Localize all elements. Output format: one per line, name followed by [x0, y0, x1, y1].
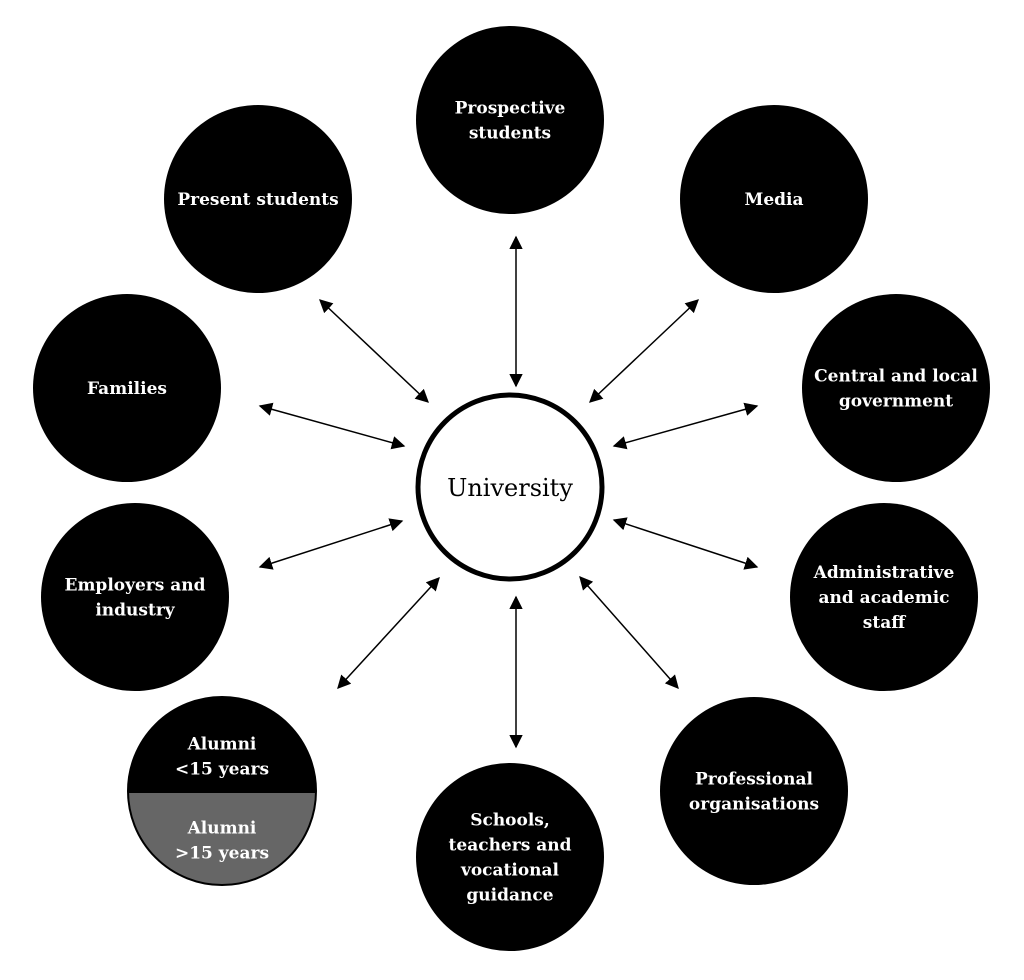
- node-label: Schools,: [470, 811, 550, 831]
- university-node: University: [415, 392, 605, 582]
- node-circle: [660, 697, 848, 885]
- node-label: Central and local: [814, 367, 978, 387]
- node-employers-and-industry: Employers and industry: [41, 503, 229, 691]
- node-administrative-and-academic-staff: Administrative and academic staff: [790, 503, 978, 691]
- alumni-older-half: [128, 792, 316, 885]
- bidirectional-arrow: [612, 517, 759, 570]
- node-label: organisations: [689, 795, 819, 815]
- node-label: Administrative: [813, 563, 955, 583]
- node-label: teachers and: [449, 836, 572, 856]
- alumni-recent-label: <15 years: [175, 760, 269, 780]
- node-prospective-students: Prospective students: [416, 26, 604, 214]
- node-label: Media: [745, 190, 804, 210]
- alumni-older-label: >15 years: [175, 844, 269, 864]
- node-circle: [416, 763, 604, 951]
- node-families: Families: [33, 294, 221, 482]
- node-label: staff: [863, 613, 906, 633]
- node-circle: [680, 105, 868, 293]
- node-label: government: [839, 392, 953, 412]
- node-label: Employers and: [64, 576, 205, 596]
- node-label: Present students: [177, 190, 338, 210]
- node-label: vocational: [460, 861, 560, 881]
- bidirectional-arrow: [337, 577, 440, 689]
- university-label: University: [447, 474, 573, 502]
- node-present-students: Present students: [164, 105, 352, 293]
- node-label: guidance: [466, 886, 553, 906]
- node-professional-organisations: Professional organisations: [660, 697, 848, 885]
- bidirectional-arrow: [589, 299, 699, 403]
- node-label: and academic: [818, 588, 949, 608]
- alumni-recent-label: Alumni: [187, 735, 257, 755]
- bidirectional-arrow: [612, 402, 759, 450]
- bidirectional-arrow: [258, 518, 404, 570]
- bidirectional-arrow: [258, 402, 406, 450]
- node-media: Media: [680, 105, 868, 293]
- alumni-outline: [127, 696, 317, 886]
- node-label: industry: [95, 601, 175, 621]
- node-circle: [164, 105, 352, 293]
- node-label: Prospective: [455, 99, 566, 119]
- node-label: students: [469, 124, 551, 144]
- node-circle: [416, 26, 604, 214]
- connection-arrows: [258, 235, 759, 749]
- bidirectional-arrow: [579, 575, 679, 690]
- bidirectional-arrow: [319, 299, 429, 403]
- node-label: Professional: [695, 770, 814, 790]
- node-circle: [41, 503, 229, 691]
- node-circle: [33, 294, 221, 482]
- node-circle: [802, 294, 990, 482]
- node-central-and-local-government: Central and local government: [802, 294, 990, 482]
- node-label: Families: [87, 379, 167, 399]
- node-circle: [790, 503, 978, 691]
- alumni-older-label: Alumni: [187, 819, 257, 839]
- node-schools-teachers-vocational-guidance: Schools, teachers and vocational guidance: [416, 763, 604, 951]
